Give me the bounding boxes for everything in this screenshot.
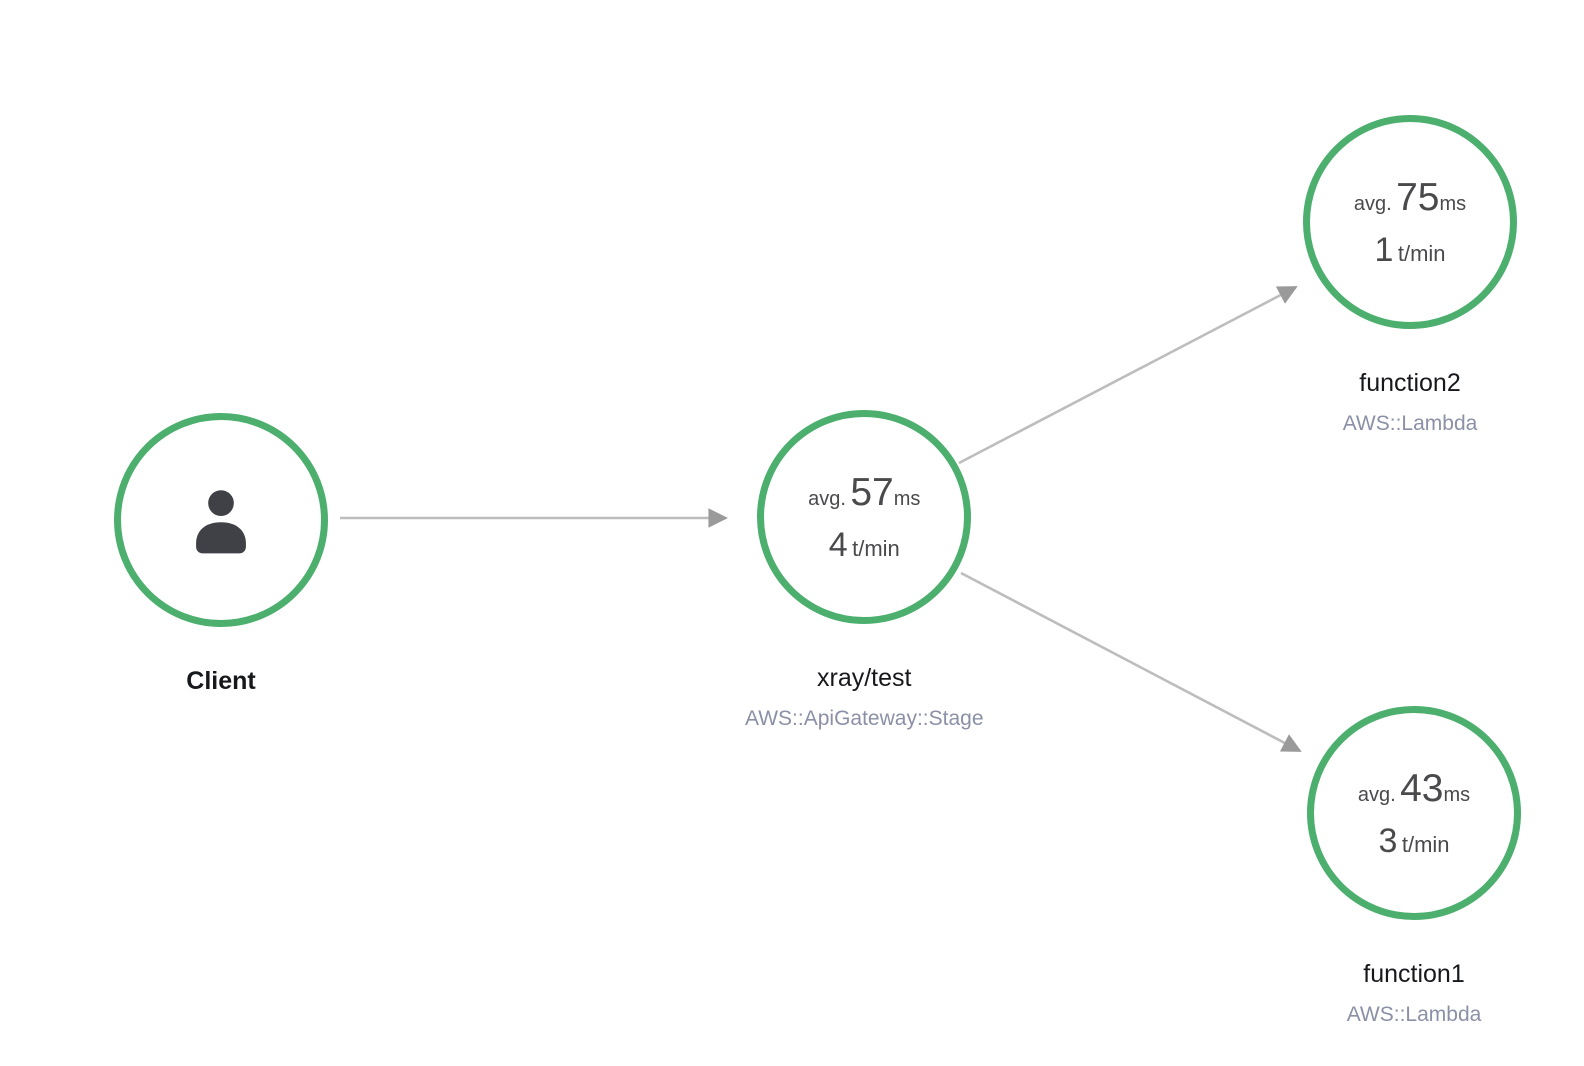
trace-rate: 3 t/min [1378, 824, 1449, 858]
node-function1-circle[interactable]: avg. 43ms 3 t/min [1307, 706, 1521, 920]
node-function2: avg. 75ms 1 t/min function2 AWS::Lambda [1303, 115, 1517, 436]
trace-rate: 4 t/min [829, 528, 900, 562]
avg-unit: ms [893, 487, 921, 510]
edge-gateway-to-function2[interactable] [958, 285, 1298, 465]
node-function1-type: AWS::Lambda [1346, 1003, 1482, 1026]
node-gateway-circle[interactable]: avg. 57ms 4 t/min [757, 410, 972, 624]
rate-value: 3 [1378, 821, 1398, 860]
avg-latency: avg. 75ms [1354, 178, 1466, 217]
node-function2-circle[interactable]: avg. 75ms 1 t/min [1303, 115, 1517, 329]
rate-value: 4 [828, 525, 848, 564]
node-function1-label[interactable]: function1 [1363, 960, 1465, 988]
avg-prefix: avg. [1357, 783, 1396, 806]
node-gateway-type: AWS::ApiGateway::Stage [745, 707, 984, 730]
avg-prefix: avg. [808, 487, 846, 510]
node-client-circle[interactable] [114, 413, 328, 627]
avg-value: 57 [850, 470, 894, 514]
node-function2-label[interactable]: function2 [1359, 369, 1461, 397]
rate-unit: t/min [852, 535, 900, 561]
node-client: Client [114, 413, 328, 696]
node-gateway-label[interactable]: xray/test [817, 664, 912, 692]
node-function2-type: AWS::Lambda [1342, 412, 1478, 435]
avg-value: 43 [1400, 766, 1444, 810]
avg-latency: avg. 43ms [1358, 769, 1470, 808]
node-client-label[interactable]: Client [186, 667, 256, 695]
rate-value: 1 [1374, 230, 1394, 269]
node-function1: avg. 43ms 3 t/min function1 AWS::Lambda [1307, 706, 1521, 1027]
rate-unit: t/min [1401, 831, 1450, 857]
avg-unit: ms [1439, 192, 1467, 215]
rate-unit: t/min [1397, 240, 1446, 266]
edge-gateway-to-function1[interactable] [960, 571, 1302, 753]
node-gateway: avg. 57ms 4 t/min xray/test AWS::ApiGate… [745, 410, 984, 731]
trace-rate: 1 t/min [1374, 233, 1445, 267]
avg-latency: avg. 57ms [808, 473, 920, 512]
user-icon [196, 486, 246, 554]
avg-value: 75 [1396, 175, 1440, 219]
avg-prefix: avg. [1353, 192, 1392, 215]
avg-unit: ms [1443, 783, 1471, 806]
